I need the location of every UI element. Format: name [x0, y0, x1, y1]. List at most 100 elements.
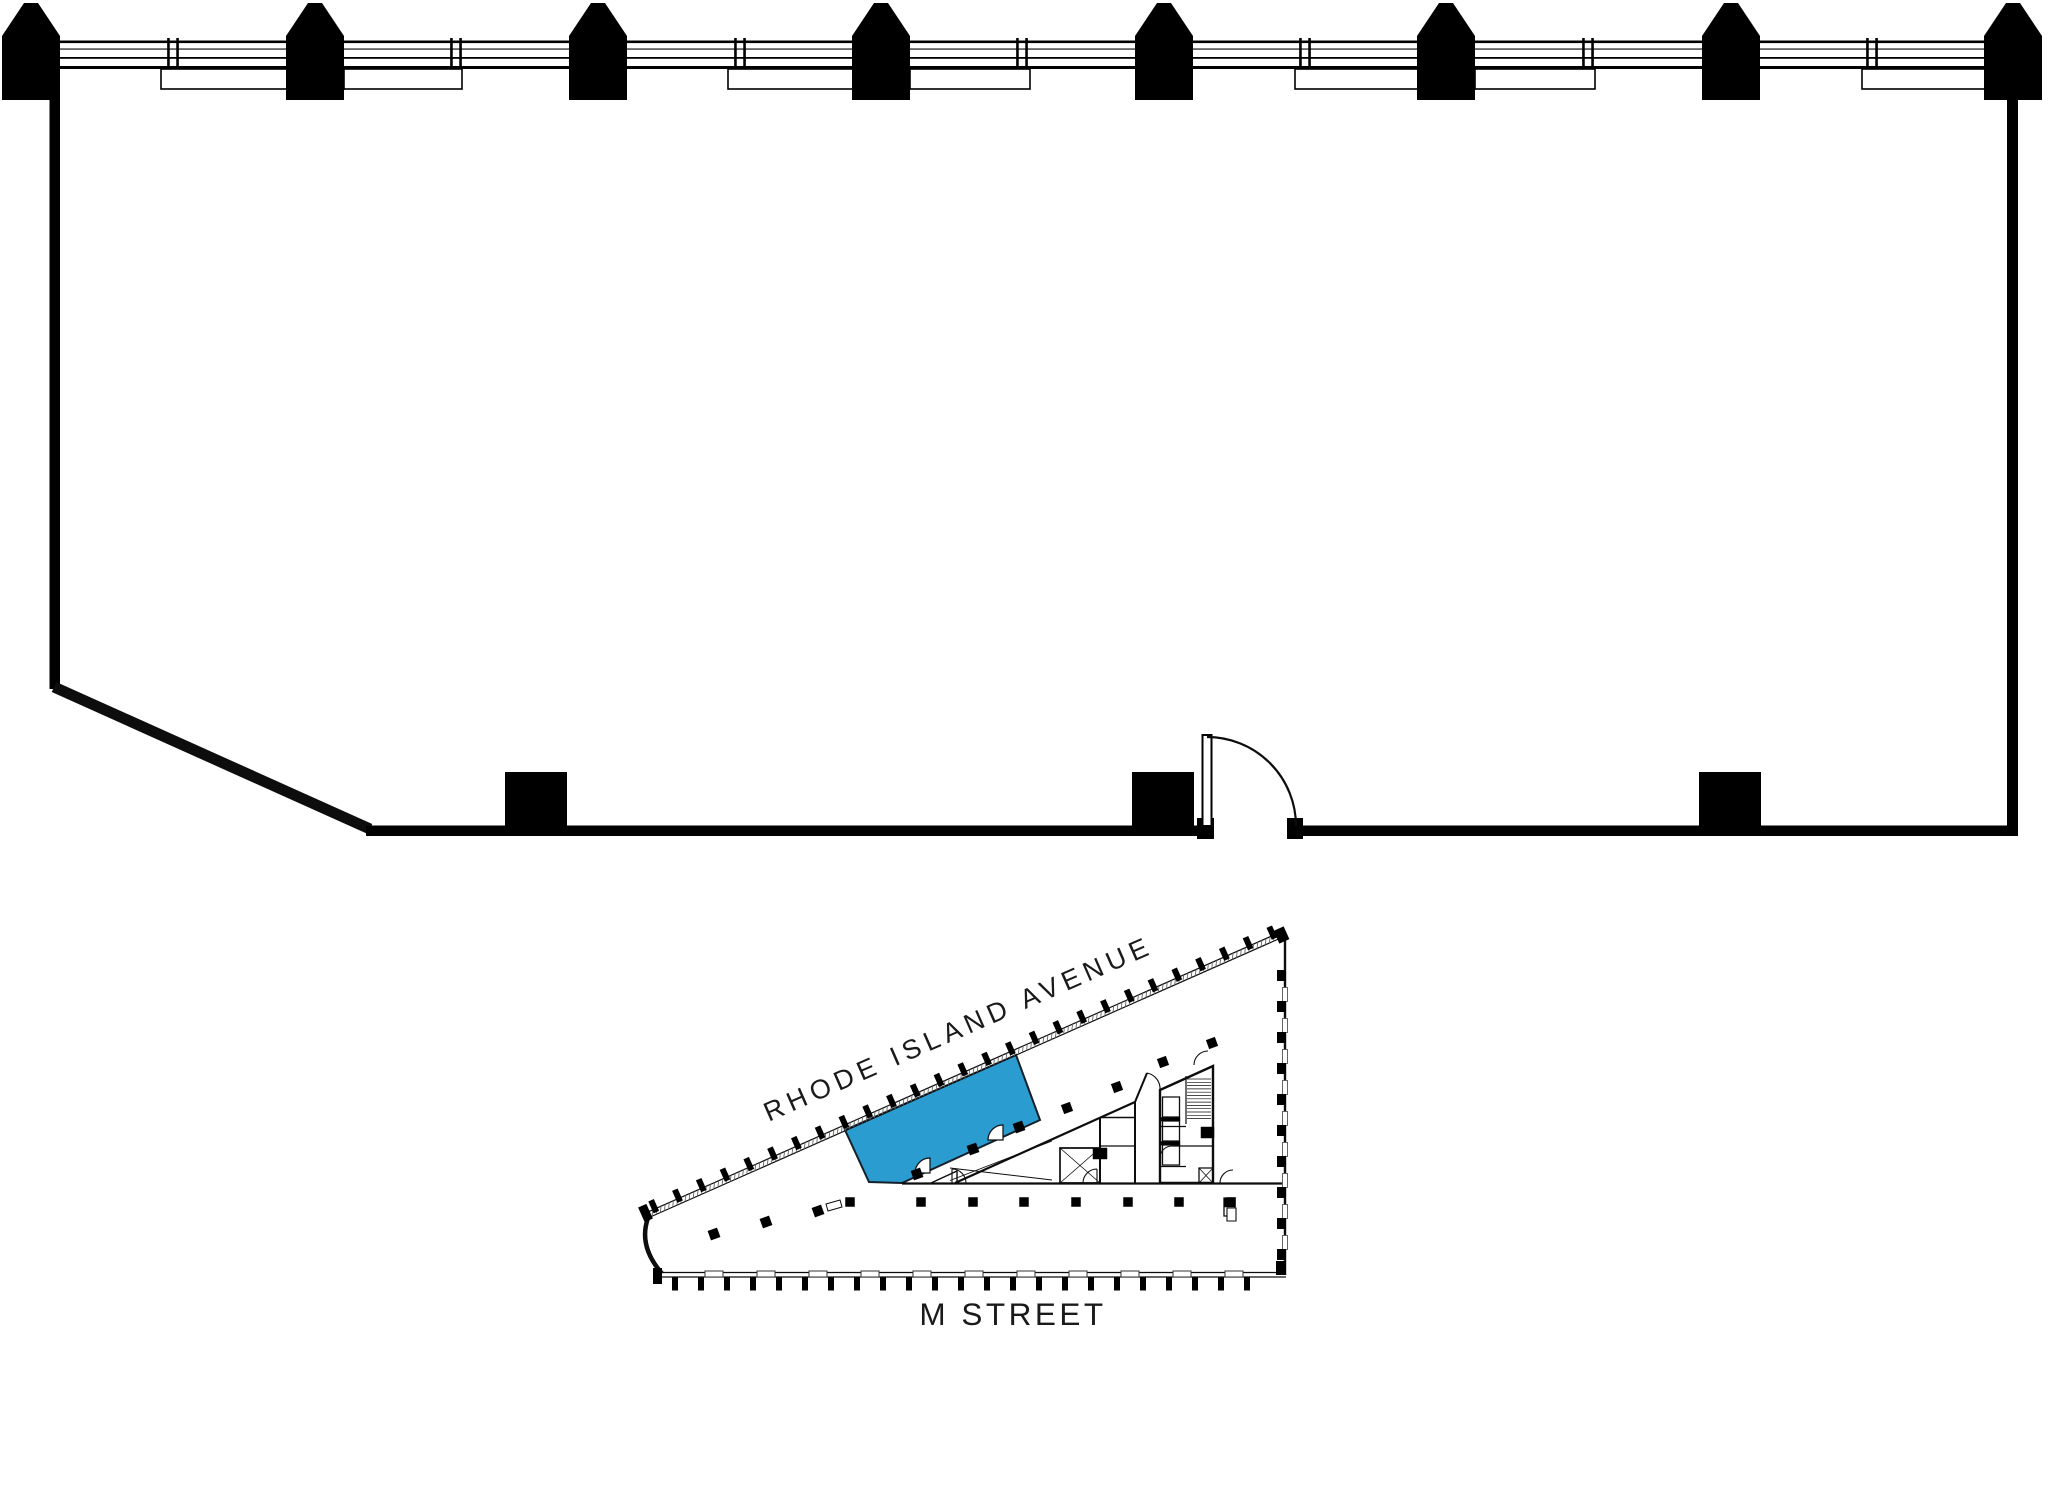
avenue-hatch: [783, 1151, 785, 1158]
avenue-hatch: [1005, 1053, 1008, 1060]
sill-enclosure: [1861, 68, 1986, 90]
structural-column: [852, 3, 910, 100]
avenue-hatch: [729, 1175, 732, 1182]
facade-column-tick: [750, 1277, 756, 1291]
suite-highlight[interactable]: [843, 1053, 1042, 1185]
window-tick: [1068, 1270, 1088, 1278]
key-plan: RHODE ISLAND AVENUE M STREET: [638, 925, 1290, 1332]
facade-column-tick: [790, 1135, 802, 1151]
column-marker: [966, 1142, 980, 1156]
core-detail: [949, 1140, 1053, 1181]
avenue-hatch: [1124, 1000, 1127, 1007]
avenue-hatch: [1194, 969, 1197, 976]
avenue-hatch: [1182, 974, 1185, 982]
corner-marker: [1273, 926, 1290, 944]
avenue-hatch: [1141, 993, 1143, 1000]
avenue-hatch: [787, 1149, 790, 1157]
avenue-hatch: [1030, 1042, 1032, 1049]
facade-column-tick: [854, 1277, 860, 1291]
column-marker: [1123, 1197, 1133, 1207]
avenue-hatch: [1091, 1014, 1094, 1022]
window-tick: [912, 1270, 932, 1278]
facade-column-tick: [1147, 978, 1159, 993]
window-tick: [808, 1270, 828, 1278]
avenue-hatch: [1087, 1016, 1090, 1024]
facade-column-tick: [648, 1199, 660, 1214]
column-marker: [759, 1215, 773, 1229]
window-tick: [1282, 987, 1288, 1002]
avenue-hatch: [713, 1182, 715, 1189]
core-detail: [1082, 1168, 1098, 1184]
building-core: [825, 1050, 1285, 1222]
window-mullion: [1308, 38, 1311, 69]
avenue-hatch: [849, 1122, 851, 1129]
avenue-hatch: [1022, 1045, 1024, 1053]
window-tick: [1282, 1173, 1288, 1188]
avenue-hatch: [972, 1067, 975, 1075]
core-detail: [1134, 1072, 1148, 1103]
facade-column-tick: [1266, 925, 1278, 940]
column-marker: [845, 1197, 855, 1207]
facade-column-tick: [698, 1277, 704, 1291]
core-detail: [1198, 1167, 1214, 1184]
core-detail: [1161, 1096, 1181, 1118]
structural-column: [1417, 3, 1475, 100]
avenue-hatch: [1170, 980, 1172, 987]
avenue-hatch: [832, 1129, 835, 1137]
avenue-hatch: [803, 1142, 806, 1149]
core-detail: [951, 1168, 967, 1184]
facade-column-tick: [862, 1104, 874, 1119]
column-marker: [1110, 1080, 1124, 1094]
avenue-hatch: [664, 1204, 666, 1211]
glazing-line: [60, 66, 1985, 69]
facade-column-tick: [1166, 1277, 1172, 1291]
window-tick: [860, 1270, 880, 1278]
avenue-hatch: [738, 1171, 740, 1178]
window-mullion: [167, 38, 170, 69]
window-tick: [1282, 1049, 1288, 1064]
facade-column-tick: [1100, 999, 1111, 1014]
avenue-hatch: [1256, 942, 1259, 949]
facade-column-tick: [1028, 1030, 1040, 1045]
street-edges: [638, 925, 1290, 1291]
facade-column-tick: [1052, 1020, 1064, 1035]
avenue-hatch: [1054, 1031, 1057, 1038]
column-marker: [910, 1167, 924, 1181]
bottom-column-row: [505, 772, 1761, 827]
top-window-wall: [2, 3, 2042, 100]
avenue-hatch: [1264, 938, 1267, 945]
door-swing-arc: [1206, 735, 1298, 827]
avenue-hatch: [688, 1193, 691, 1200]
avenue-hatch: [836, 1127, 839, 1135]
avenue-hatch: [791, 1147, 794, 1155]
avenue-hatch: [758, 1162, 761, 1169]
window-tick: [756, 1270, 776, 1278]
right-wall: [2007, 95, 2018, 836]
sill-enclosure: [909, 68, 1031, 90]
avenue-hatch: [1215, 960, 1218, 967]
avenue-hatch: [976, 1065, 979, 1073]
column-markers: [707, 1036, 1236, 1241]
facade-column-tick: [909, 1083, 921, 1098]
core-detail: [1200, 1126, 1215, 1139]
avenue-hatch: [1112, 1005, 1115, 1013]
avenue-hatch: [1063, 1027, 1065, 1035]
avenue-hatch: [882, 1107, 884, 1115]
core-detail: [1226, 1207, 1237, 1222]
facade-column-tick: [719, 1167, 731, 1182]
core-detail: [1159, 1145, 1173, 1159]
facade-column-tick: [957, 1062, 969, 1077]
window-mullion: [176, 38, 179, 69]
suite-floor-plan: [2, 3, 2042, 839]
avenue-hatch: [1268, 936, 1271, 944]
column-marker: [811, 1204, 825, 1218]
structural-column: [569, 3, 627, 100]
window-tick: [1282, 1204, 1288, 1219]
core-detail: [1219, 1169, 1234, 1184]
avenue-hatch: [1260, 940, 1263, 947]
avenue-hatch: [816, 1136, 818, 1144]
avenue-hatch: [898, 1100, 901, 1107]
structural-column: [2, 3, 60, 100]
avenue-hatch: [696, 1189, 699, 1197]
facade-column-tick: [932, 1277, 938, 1291]
